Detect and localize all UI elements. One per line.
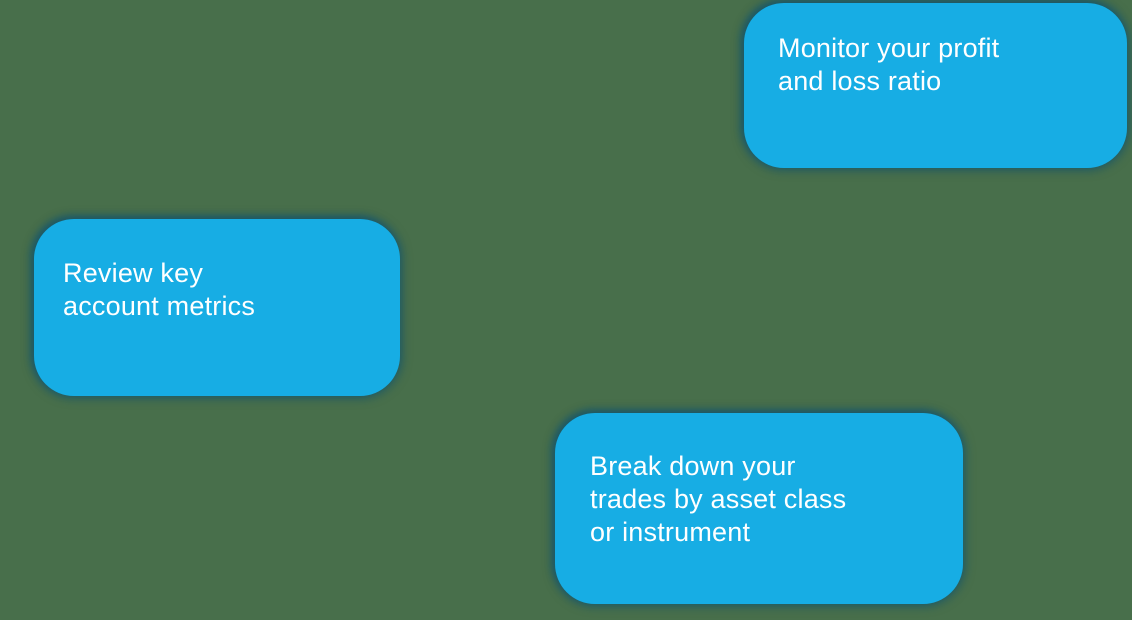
tooltip-asset-breakdown-text: Break down your trades by asset class or… [590,451,847,547]
tooltip-asset-breakdown: Break down your trades by asset class or… [555,413,963,604]
tooltip-account-metrics: Review key account metrics [34,219,400,396]
tooltip-account-metrics-text: Review key account metrics [63,258,256,321]
tooltip-profit-loss: Monitor your profit and loss ratio [744,3,1127,168]
tooltip-profit-loss-text: Monitor your profit and loss ratio [778,33,1000,96]
